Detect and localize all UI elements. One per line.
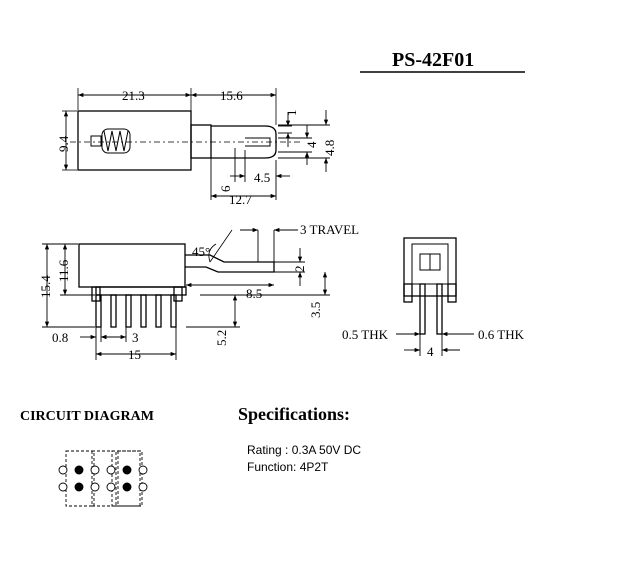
contact-open — [106, 482, 116, 492]
label-1: 1 — [284, 110, 299, 117]
spec-rating: Rating : 0.3A 50V DC — [247, 443, 361, 457]
label-15-4: 15.4 — [38, 275, 53, 298]
contact-open — [138, 482, 148, 492]
top-view — [62, 88, 300, 171]
label-4: 4 — [304, 141, 319, 148]
contact-open — [106, 465, 116, 475]
label-2: 2 — [292, 266, 307, 273]
label-8-5: 8.5 — [246, 286, 262, 301]
spec-function: Function: 4P2T — [247, 460, 329, 474]
label-6: 6 — [218, 185, 233, 192]
side-pin — [170, 294, 177, 328]
side-pin — [125, 294, 132, 328]
circuit-switch-box — [117, 450, 143, 507]
circuit-diagram — [58, 450, 148, 507]
side-frame — [95, 286, 187, 296]
label-4-end: 4 — [427, 344, 434, 359]
contact-open — [58, 465, 68, 475]
side-angle-arc — [208, 243, 217, 263]
label-5-2: 5.2 — [214, 330, 229, 346]
top-body — [77, 110, 192, 171]
contact-common — [122, 465, 132, 475]
end-body — [403, 237, 457, 297]
label-12-7: 12.7 — [229, 192, 252, 207]
contact-common — [122, 482, 132, 492]
contact-open — [90, 482, 100, 492]
contacts-row-bottom — [58, 482, 148, 492]
label-11-6: 11.6 — [56, 259, 71, 282]
end-pin-right — [436, 283, 443, 335]
side-body — [78, 243, 186, 288]
end-pin-left — [419, 283, 426, 335]
side-pin — [155, 294, 162, 328]
side-pin — [140, 294, 147, 328]
top-dimensions — [63, 92, 330, 200]
top-actuator-base — [190, 124, 212, 159]
end-dimensions — [396, 331, 474, 356]
side-dimensions — [42, 227, 330, 360]
contact-open — [138, 465, 148, 475]
top-spring-box — [90, 135, 102, 147]
spring-icon — [103, 130, 129, 152]
top-spring-frame — [101, 128, 131, 154]
contact-open — [90, 465, 100, 475]
label-15-6: 15.6 — [220, 88, 243, 103]
label-3-5: 3.5 — [308, 302, 323, 318]
end-bracket-left — [403, 283, 413, 303]
side-actuator — [185, 254, 275, 273]
label-15: 15 — [128, 347, 141, 362]
contacts-row-top — [58, 465, 148, 475]
circuit-diagram-heading: CIRCUIT DIAGRAM — [20, 409, 154, 424]
side-angle-ref — [209, 229, 233, 263]
end-inner-frame — [411, 243, 449, 285]
circuit-switch-box — [91, 450, 117, 507]
label-4-5: 4.5 — [254, 170, 270, 185]
label-9-4: 9.4 — [56, 135, 71, 152]
label-0-6-thk: 0.6 THK — [478, 327, 525, 342]
label-45-degree: 45° — [192, 244, 210, 259]
contact-common — [74, 465, 84, 475]
side-bracket-right — [173, 286, 183, 302]
label-21-3: 21.3 — [122, 88, 145, 103]
label-0-8: 0.8 — [52, 330, 68, 345]
label-4-8: 4.8 — [322, 140, 337, 156]
end-bracket-right — [447, 283, 457, 303]
label-0-5-thk: 0.5 THK — [342, 327, 389, 342]
specifications-heading: Specifications: — [238, 404, 350, 424]
contact-open — [58, 482, 68, 492]
side-pins — [95, 294, 177, 328]
part-number-title: PS-42F01 — [392, 49, 474, 71]
circuit-switch-box — [65, 450, 95, 507]
side-view — [78, 229, 275, 328]
contact-common — [74, 482, 84, 492]
side-pin — [95, 294, 102, 328]
label-travel: 3 TRAVEL — [300, 222, 359, 237]
side-pin — [110, 294, 117, 328]
label-3: 3 — [132, 330, 139, 345]
end-view — [403, 237, 457, 335]
